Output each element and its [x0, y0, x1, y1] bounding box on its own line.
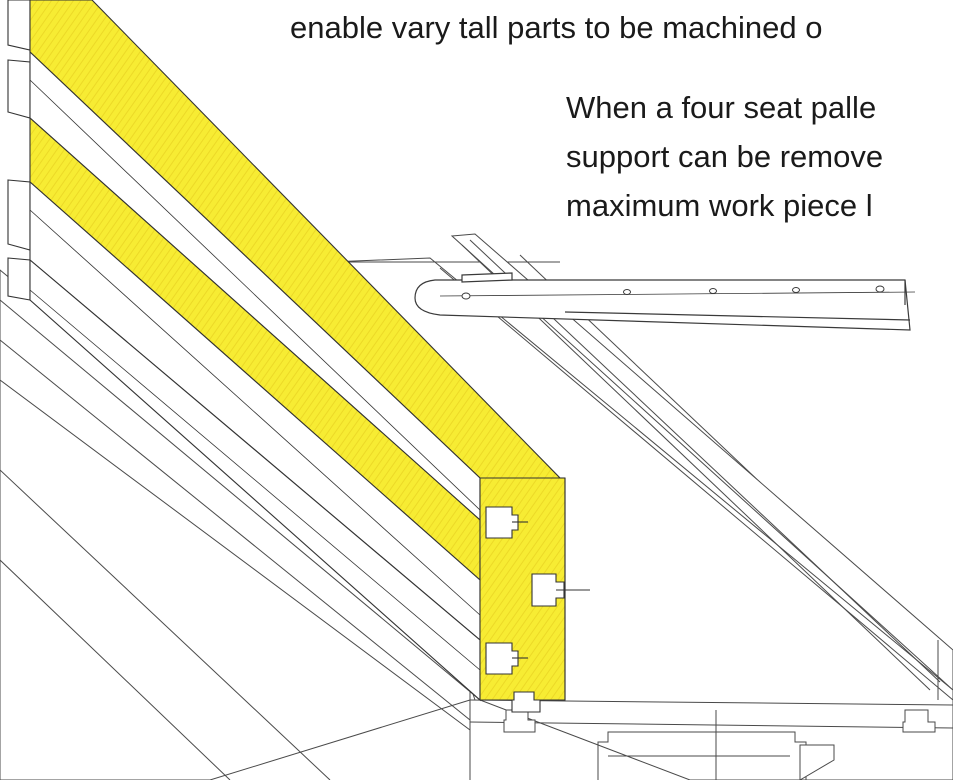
- fixture-column: [7, 0, 590, 713]
- left-strip-3: [7, 179, 31, 251]
- caption-line-4: maximum work piece l: [566, 188, 873, 223]
- column-clamp: [511, 691, 541, 713]
- caption-line-3: support can be remove: [566, 139, 884, 174]
- front-t-slot-middle: [531, 573, 590, 607]
- left-strip-1: [7, 0, 31, 51]
- cross-arm: [414, 272, 916, 331]
- t-slot-icon: [597, 710, 835, 780]
- t-nut-left: [503, 709, 536, 733]
- left-strip-4: [7, 257, 31, 301]
- caption-line-1: enable vary tall parts to be machined o: [290, 10, 823, 45]
- bolt-hole-icon: [461, 285, 885, 300]
- caption-line-2: When a four seat palle: [566, 90, 877, 125]
- front-t-slot-upper: [485, 506, 528, 539]
- front-t-slot-lower: [485, 642, 528, 675]
- left-strip-2: [7, 59, 31, 119]
- t-nut-right: [902, 709, 936, 733]
